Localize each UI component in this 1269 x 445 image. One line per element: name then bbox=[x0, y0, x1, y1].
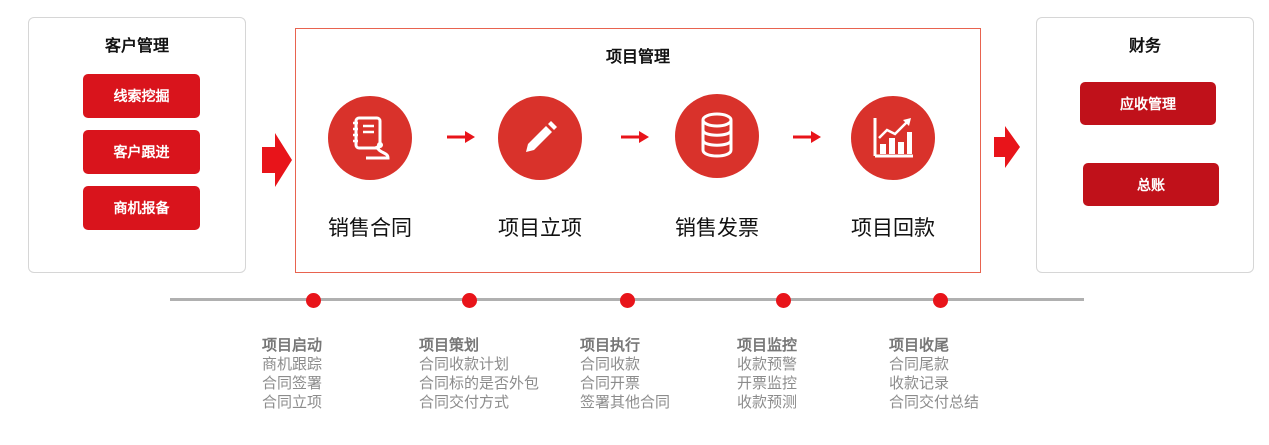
small-arrow-icon bbox=[621, 131, 649, 143]
phase-title: 项目监控 bbox=[737, 336, 798, 354]
phase-item: 合同立项 bbox=[262, 393, 323, 411]
flow-arrow-icon bbox=[994, 126, 1020, 168]
phase-title: 项目执行 bbox=[580, 336, 641, 354]
phase-project-start: 项目启动 商机跟踪 合同签署 合同立项 bbox=[262, 336, 322, 412]
finance-panel-title: 财务 bbox=[1128, 36, 1161, 55]
contract-notebook-icon bbox=[353, 116, 390, 160]
phase-title: 项目启动 bbox=[262, 336, 323, 354]
phase-item: 合同交付方式 bbox=[419, 393, 510, 411]
small-arrow-icon bbox=[447, 131, 475, 143]
flow-arrow-icon bbox=[262, 133, 292, 187]
timeline-dot bbox=[620, 293, 635, 308]
phase-item: 合同签署 bbox=[262, 374, 323, 392]
general-ledger-button[interactable]: 总账 bbox=[1083, 163, 1219, 206]
phase-item: 收款预警 bbox=[737, 355, 798, 373]
customer-management-panel: 客户管理 线索挖掘 客户跟进 商机报备 bbox=[28, 17, 246, 273]
phase-project-closing: 项目收尾 合同尾款 收款记录 合同交付总结 bbox=[889, 336, 979, 412]
opportunity-report-button[interactable]: 商机报备 bbox=[83, 186, 200, 230]
phase-project-monitoring: 项目监控 收款预警 开票监控 收款预测 bbox=[737, 336, 797, 412]
growth-chart-icon bbox=[873, 118, 913, 158]
phase-item: 签署其他合同 bbox=[580, 393, 671, 411]
step-label-sales-contract: 销售合同 bbox=[328, 216, 412, 240]
pencil-icon bbox=[526, 121, 557, 152]
lead-mining-button[interactable]: 线索挖掘 bbox=[83, 74, 200, 118]
step-label-sales-invoice: 销售发票 bbox=[675, 216, 759, 240]
project-initiation-step[interactable] bbox=[498, 96, 582, 180]
phase-project-planning: 项目策划 合同收款计划 合同标的是否外包 合同交付方式 bbox=[419, 336, 539, 412]
phase-title: 项目策划 bbox=[419, 336, 480, 354]
phase-title: 项目收尾 bbox=[889, 336, 950, 354]
phase-item: 合同交付总结 bbox=[889, 393, 980, 411]
sales-invoice-step[interactable] bbox=[675, 94, 759, 178]
small-arrow-icon bbox=[793, 131, 821, 143]
customer-panel-title: 客户管理 bbox=[104, 36, 169, 55]
finance-panel: 财务 应收管理 总账 bbox=[1036, 17, 1254, 273]
timeline-dot bbox=[306, 293, 321, 308]
phase-item: 合同收款计划 bbox=[419, 355, 510, 373]
timeline-dot bbox=[776, 293, 791, 308]
phase-item: 合同尾款 bbox=[889, 355, 950, 373]
database-icon bbox=[701, 112, 733, 158]
phase-item: 收款预测 bbox=[737, 393, 798, 411]
project-panel-title: 项目管理 bbox=[605, 47, 670, 66]
phase-item: 开票监控 bbox=[737, 374, 798, 392]
sales-contract-step[interactable] bbox=[328, 96, 412, 180]
phase-item: 收款记录 bbox=[889, 374, 950, 392]
phase-item: 合同收款 bbox=[580, 355, 641, 373]
phase-item: 合同开票 bbox=[580, 374, 641, 392]
phase-item: 商机跟踪 bbox=[262, 355, 323, 373]
receivables-button[interactable]: 应收管理 bbox=[1080, 82, 1216, 125]
timeline-dot bbox=[933, 293, 948, 308]
step-label-project-initiation: 项目立项 bbox=[498, 216, 582, 240]
project-payment-step[interactable] bbox=[851, 96, 935, 180]
phase-item: 合同标的是否外包 bbox=[419, 374, 540, 392]
step-label-project-payment: 项目回款 bbox=[851, 216, 935, 240]
timeline-dot bbox=[462, 293, 477, 308]
customer-followup-button[interactable]: 客户跟进 bbox=[83, 130, 200, 174]
phase-project-execution: 项目执行 合同收款 合同开票 签署其他合同 bbox=[580, 336, 670, 412]
